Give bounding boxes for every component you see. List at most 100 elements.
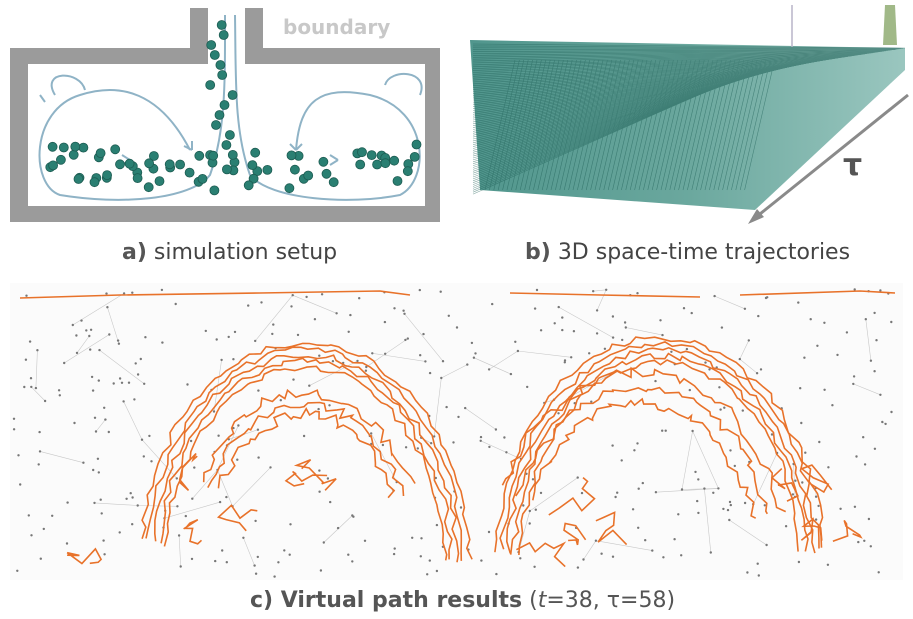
mesh-node [97, 379, 101, 382]
mesh-node [884, 422, 887, 426]
mesh-node [313, 318, 317, 321]
trajectory-line [489, 59, 520, 191]
mesh-edge [94, 502, 138, 506]
mesh-node [441, 360, 445, 363]
mesh-node [636, 292, 639, 295]
mesh-node [729, 449, 732, 452]
mesh-node [430, 442, 433, 445]
mesh-node [233, 330, 237, 334]
caption-c-t: t [537, 588, 547, 613]
mesh-node [136, 373, 140, 376]
mesh-node [533, 307, 537, 310]
mesh-node [256, 555, 259, 559]
particle [47, 141, 58, 152]
mesh-node [381, 443, 385, 447]
trajectory-line [585, 59, 617, 191]
mesh-node [875, 339, 878, 342]
mesh-node [661, 429, 664, 432]
mesh-node [142, 455, 145, 458]
mesh-edge [593, 289, 607, 292]
mesh-node [879, 289, 882, 292]
trajectory-line [472, 50, 888, 62]
trajectory-line [472, 48, 900, 51]
particle [218, 30, 229, 40]
mesh-node [232, 358, 235, 361]
mesh-edge [681, 488, 719, 490]
mesh-node [535, 288, 539, 292]
particle [250, 147, 261, 158]
mesh-edge [404, 313, 444, 362]
virtual-path [163, 365, 448, 561]
mesh-edge [583, 540, 597, 560]
mesh-node [328, 404, 331, 407]
trajectory-line [704, 59, 736, 191]
trajectory-line [546, 59, 577, 191]
mesh-edge [99, 349, 145, 385]
virtual-path [595, 511, 628, 546]
particle [48, 160, 58, 171]
mesh-node [890, 410, 893, 414]
mesh-edges [31, 289, 886, 567]
virtual-path [216, 504, 258, 532]
mesh-edge [739, 358, 758, 374]
trajectory-line [673, 59, 705, 191]
mesh-edge [433, 377, 442, 437]
virtual-path [202, 388, 416, 484]
trajectory-line [541, 59, 573, 191]
mesh-node [522, 504, 525, 507]
trajectory-line [638, 59, 670, 191]
mesh-node [717, 487, 720, 490]
mesh-node [356, 359, 359, 363]
mesh-node [94, 430, 98, 433]
mesh-node [553, 322, 556, 325]
trajectory-line [629, 59, 661, 191]
mesh-node [457, 415, 460, 419]
mesh-node [594, 539, 598, 542]
mesh-edge [558, 306, 614, 338]
virtual-path [178, 452, 198, 491]
mesh-node [129, 492, 132, 495]
trajectory-line [568, 59, 599, 191]
mesh-node [290, 305, 293, 308]
mesh-node [488, 445, 491, 449]
mesh-node [320, 293, 324, 296]
mesh-node [765, 543, 768, 547]
mesh-node [51, 514, 54, 517]
mesh-node [58, 394, 61, 397]
mesh-node [176, 505, 179, 508]
mesh-node [464, 406, 467, 410]
mesh-node [38, 430, 41, 434]
trajectory-line [695, 59, 727, 191]
mesh-node [23, 385, 26, 389]
mesh-node [533, 565, 536, 568]
trajectories-render [470, 5, 909, 224]
mesh-node [852, 375, 856, 378]
mesh-edge [137, 505, 178, 507]
mesh-node [664, 429, 667, 432]
mesh-node [256, 428, 260, 431]
mesh-node [873, 311, 876, 315]
mesh-node [738, 357, 741, 361]
mesh-node [88, 334, 91, 338]
mesh-node [637, 487, 640, 490]
mesh-node [636, 442, 639, 445]
mesh-node [100, 512, 103, 515]
particle [110, 144, 121, 155]
mesh-node [863, 463, 867, 466]
mesh-node [103, 553, 106, 556]
particle [262, 164, 273, 175]
mesh-node [39, 557, 42, 560]
mesh-node [616, 491, 619, 494]
mesh-node [733, 464, 736, 468]
caption-b-text: 3D space-time trajectories [557, 240, 851, 265]
virtual-path [800, 464, 833, 494]
particle [409, 151, 420, 162]
virtual-path [563, 522, 587, 546]
mesh-node [215, 338, 218, 341]
mesh-node [852, 382, 855, 386]
mesh-node [764, 296, 768, 300]
mesh-node [557, 305, 560, 309]
trajectory-line [472, 54, 858, 92]
trajectory-line [665, 59, 696, 191]
mesh-node [365, 365, 368, 369]
